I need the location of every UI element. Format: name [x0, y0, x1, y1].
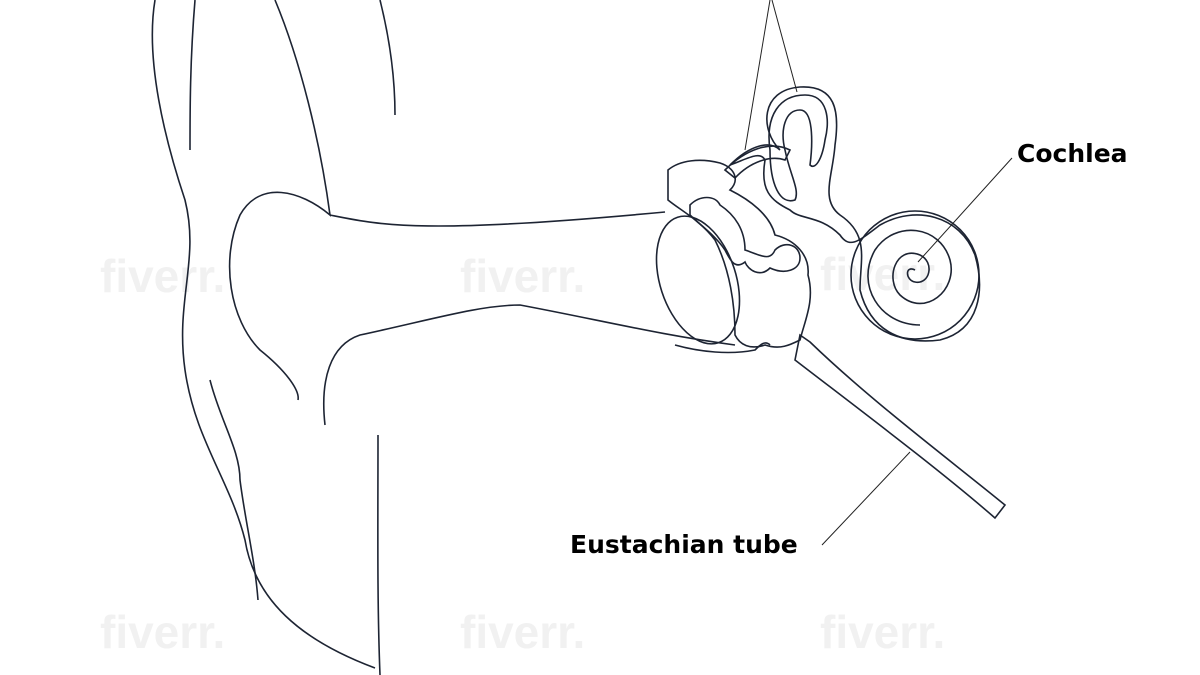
watermark: fiverr.	[100, 250, 225, 302]
watermark: fiverr.	[460, 606, 585, 658]
eardrum	[655, 215, 741, 345]
leader-line-canal-2	[771, 0, 798, 93]
outer-ear	[151, 0, 771, 675]
inner-ear	[723, 86, 981, 342]
watermark-group: fiverr. fiverr. fiverr. fiverr. fiverr. …	[100, 248, 945, 658]
cochlea-spiral	[867, 229, 952, 326]
leader-line-canal-1	[744, 0, 771, 151]
crus-line	[379, 0, 396, 116]
leader-line-eustachian	[821, 451, 911, 546]
watermark: fiverr.	[460, 250, 585, 302]
leader-lines	[744, 0, 1013, 546]
label-cochlea: Cochlea	[1017, 139, 1128, 168]
label-eustachian-tube: Eustachian tube	[570, 530, 798, 559]
watermark: fiverr.	[820, 248, 945, 300]
semicircular-canal	[723, 145, 792, 180]
middle-ear-cavity	[667, 159, 812, 348]
semicircular-canal-loop	[768, 94, 828, 202]
canal-floor	[674, 342, 771, 354]
jaw-line	[377, 434, 381, 675]
vestibule	[729, 86, 981, 342]
watermark: fiverr.	[820, 606, 945, 658]
watermark: fiverr.	[100, 606, 225, 658]
ossicles	[689, 196, 801, 274]
concha-line	[209, 379, 259, 601]
helix-inner-line	[189, 0, 196, 151]
ear-canal-lower	[322, 304, 736, 426]
ear-canal-upper	[329, 211, 666, 227]
leader-line-cochlea	[917, 157, 1013, 263]
eustachian-tube	[794, 333, 1007, 520]
middle-ear	[655, 159, 812, 348]
helix-outline	[151, 0, 376, 669]
cochlea	[850, 210, 980, 340]
antihelix-outline	[228, 0, 332, 401]
